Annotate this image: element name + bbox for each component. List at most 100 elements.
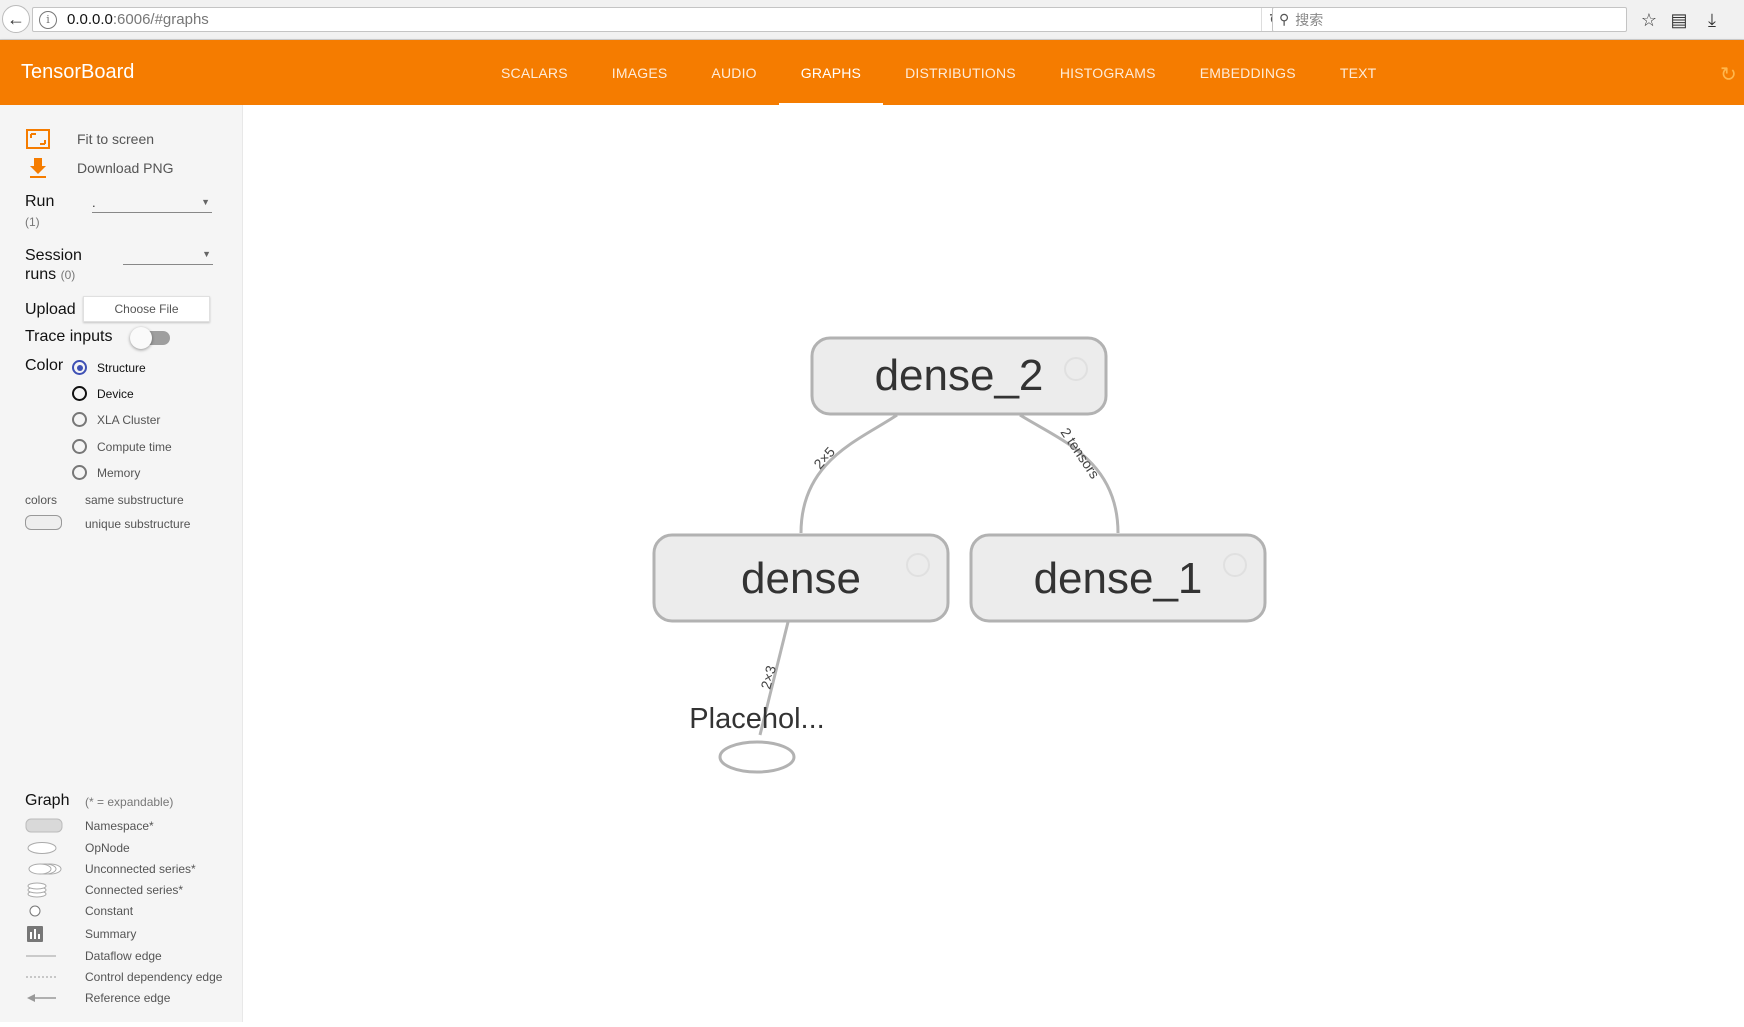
graph-canvas[interactable]: 2×5 2 tensors 2×3 dense_2 dense dense_1 … <box>243 105 1744 1022</box>
edge-dense-1-to-dense-2 <box>1019 413 1120 534</box>
node-dense-2[interactable]: dense_2 <box>810 336 1108 416</box>
run-select-value: . <box>92 195 96 210</box>
unconnected-series-icon <box>25 861 63 877</box>
trace-inputs-toggle[interactable] <box>130 327 170 349</box>
tab-histograms[interactable]: HISTOGRAMS <box>1059 64 1156 81</box>
graph-svg[interactable]: 2×5 2 tensors 2×3 dense_2 dense dense_1 … <box>243 105 1744 1022</box>
legend-constant: Constant <box>25 903 133 919</box>
color-radio-compute-time[interactable]: Compute time <box>72 439 172 454</box>
node-placeholder-ellipse <box>718 740 796 774</box>
run-select[interactable]: . ▼ <box>92 195 212 213</box>
refresh-icon[interactable]: ↻ <box>1720 64 1737 86</box>
download-icon[interactable]: ⤓ <box>1708 9 1716 30</box>
legend-label: Reference edge <box>85 991 171 1005</box>
info-icon[interactable]: i <box>39 10 57 29</box>
color-radio-memory[interactable]: Memory <box>72 465 140 480</box>
fit-to-screen-button[interactable]: Fit to screen <box>25 128 154 150</box>
fit-screen-icon <box>25 128 51 150</box>
reading-list-icon[interactable]: ▤ <box>1670 9 1688 30</box>
tab-audio[interactable]: AUDIO <box>711 64 757 81</box>
node-dense-box <box>652 533 950 623</box>
trace-inputs-label: Trace inputs <box>25 328 113 345</box>
node-dense[interactable]: dense <box>652 533 950 623</box>
tab-text[interactable]: TEXT <box>1339 64 1377 81</box>
edge-label-dense-1-to-dense-2: 2 tensors <box>1058 425 1103 482</box>
graph-legend-title: Graph <box>25 792 70 809</box>
color-radio-xla-cluster[interactable]: XLA Cluster <box>72 412 160 427</box>
radio-label: Compute time <box>97 439 172 454</box>
expand-icon[interactable] <box>1223 553 1247 577</box>
url-host: 0.0.0.0 <box>67 11 113 28</box>
namespace-icon <box>25 818 63 834</box>
node-dense-1-label: dense_1 <box>1034 554 1203 603</box>
legend-control-dependency-edge: Control dependency edge <box>25 969 222 985</box>
legend-summary: Summary <box>25 926 136 942</box>
control-dependency-edge-icon <box>25 969 63 985</box>
expand-icon[interactable] <box>906 553 930 577</box>
download-png-button[interactable]: Download PNG <box>25 157 174 179</box>
color-radio-structure[interactable]: Structure <box>72 360 146 375</box>
session-runs-row: runs (0) <box>25 266 75 284</box>
reference-edge-icon <box>25 990 63 1006</box>
tab-graphs[interactable]: GRAPHS <box>778 40 884 105</box>
back-button[interactable]: ← <box>2 5 30 33</box>
search-icon: ⚲ <box>1279 11 1290 27</box>
radio-circle <box>72 386 87 401</box>
radio-circle <box>72 439 87 454</box>
legend-unconnected-series: Unconnected series* <box>25 861 196 877</box>
radio-label: Memory <box>97 465 141 480</box>
dataflow-edge-icon <box>25 948 63 964</box>
unique-substructure-swatch <box>25 515 62 530</box>
legend-connected-series: Connected series* <box>25 882 183 898</box>
upload-label: Upload <box>25 301 76 318</box>
search-input[interactable]: ⚲ 搜索 <box>1272 7 1627 32</box>
tab-distributions[interactable]: DISTRIBUTIONS <box>905 64 1016 81</box>
colors-label: colors <box>25 493 58 507</box>
node-dense-2-box <box>810 336 1108 416</box>
session-runs-select[interactable]: ▼ <box>123 247 213 265</box>
radio-circle <box>72 360 87 375</box>
color-radio-device[interactable]: Device <box>72 386 134 401</box>
radio-circle <box>72 465 87 480</box>
node-placeholder[interactable]: Placehol... <box>689 703 825 774</box>
legend-label: Namespace* <box>85 819 154 833</box>
legend-label: Dataflow edge <box>85 949 162 963</box>
back-arrow-icon: ← <box>7 8 25 29</box>
legend-label: Control dependency edge <box>85 970 223 984</box>
browser-toolbar: ← i 0.0.0.0:6006/#graphs ↻ ⚲ 搜索 ☆ ▤ ⤓ <box>0 0 1744 40</box>
radio-label: XLA Cluster <box>97 412 161 427</box>
legend-label: Constant <box>85 904 134 918</box>
color-label: Color <box>25 357 64 374</box>
search-placeholder: 搜索 <box>1295 11 1324 28</box>
legend-label: OpNode <box>85 841 130 855</box>
constant-icon <box>25 903 63 919</box>
edge-dense-to-dense-2 <box>799 413 898 534</box>
radio-label: Structure <box>97 360 146 375</box>
run-label: Run <box>25 193 55 210</box>
tab-images[interactable]: IMAGES <box>611 64 668 81</box>
legend-label: Unconnected series* <box>85 862 196 876</box>
bookmark-star-icon[interactable]: ☆ <box>1640 9 1658 30</box>
choose-file-button[interactable]: Choose File <box>83 296 210 322</box>
opnode-icon <box>25 840 63 856</box>
node-dense-label: dense <box>741 554 861 603</box>
expandable-note: (* = expandable) <box>85 795 174 809</box>
node-placeholder-label: Placehol... <box>689 703 824 735</box>
legend-opnode: OpNode <box>25 840 130 856</box>
toggle-knob <box>130 327 152 349</box>
legend-reference-edge: Reference edge <box>25 990 170 1006</box>
node-dense-1[interactable]: dense_1 <box>969 533 1267 623</box>
address-bar[interactable]: i 0.0.0.0:6006/#graphs ↻ <box>32 7 1292 32</box>
tab-scalars[interactable]: SCALARS <box>501 64 568 81</box>
chevron-down-icon: ▼ <box>201 197 210 207</box>
session-label: Session <box>25 247 82 264</box>
tab-embeddings[interactable]: EMBEDDINGS <box>1199 64 1296 81</box>
tensorboard-header: TensorBoard SCALARS IMAGES AUDIO GRAPHS … <box>0 40 1744 105</box>
same-substructure-label: same substructure <box>85 493 184 507</box>
expand-icon[interactable] <box>1064 357 1088 381</box>
app-title: TensorBoard <box>21 61 135 83</box>
node-dense-2-label: dense_2 <box>875 351 1044 400</box>
download-png-label: Download PNG <box>77 160 174 176</box>
session-runs-label: runs <box>25 266 57 283</box>
radio-circle <box>72 412 87 427</box>
